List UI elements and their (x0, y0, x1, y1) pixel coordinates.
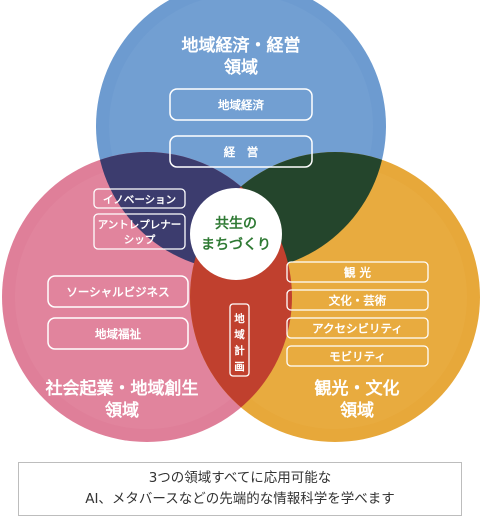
regional-planning-box: 地 域 計 画 (229, 303, 250, 377)
entrepreneurship-label-line1: アントレプレナー (98, 218, 182, 231)
tourism-item-label: 観 光 (344, 266, 372, 280)
caption-box: 3つの領域すべてに応用可能な AI、メタバースなどの先端的な情報科学を学べます (18, 462, 462, 516)
economy-title-line1: 地域経済・経営 (182, 35, 301, 56)
regional-planning-char: 域 (234, 328, 245, 341)
center-line2: まちづくり (201, 236, 271, 253)
society-title-line1: 社会起業・地域創生 (45, 378, 199, 399)
center-circle (190, 188, 282, 280)
entrepreneurship-label-line2: シップ (124, 233, 156, 246)
tourism-item-box: 文化・芸術 (286, 289, 429, 311)
caption-line2: AI、メタバースなどの先端的な情報科学を学べます (85, 491, 395, 507)
venn-diagram: 共生の まちづくり 地域経済・経営 領域 地域経済 経 営 イノベーション アン… (2, 0, 480, 442)
tourism-item-box: モビリティ (286, 345, 429, 367)
society-item-label: 地域福祉 (95, 327, 141, 341)
economy-item-box: 経 営 (169, 135, 313, 168)
tourism-title-line2: 領域 (340, 400, 374, 421)
entrepreneurship-box: アントレプレナー シップ (93, 213, 186, 250)
society-title-line2: 領域 (105, 400, 139, 421)
tourism-title-line1: 観光・文化 (315, 378, 400, 399)
tourism-item-label: 文化・芸術 (329, 294, 387, 308)
regional-planning-char: 画 (234, 361, 245, 373)
caption-line1: 3つの領域すべてに応用可能な (148, 470, 332, 486)
tourism-item-box: 観 光 (286, 261, 429, 283)
society-item-box: 地域福祉 (47, 317, 189, 350)
society-item-box: ソーシャルビジネス (47, 275, 189, 308)
tourism-item-label: アクセシビリティ (312, 322, 403, 336)
economy-item-label: 経 営 (224, 145, 259, 159)
economy-item-label: 地域経済 (218, 98, 264, 112)
tourism-item-box: アクセシビリティ (286, 317, 429, 339)
innovation-label: イノベーション (103, 194, 176, 206)
regional-planning-char: 地 (234, 312, 245, 325)
society-item-label: ソーシャルビジネス (66, 285, 169, 299)
tourism-item-label: モビリティ (329, 350, 386, 364)
economy-item-box: 地域経済 (169, 88, 313, 121)
innovation-box: イノベーション (93, 188, 186, 209)
economy-title-line2: 領域 (224, 57, 258, 78)
regional-planning-char: 計 (234, 344, 245, 357)
center-line1: 共生の (215, 215, 257, 232)
